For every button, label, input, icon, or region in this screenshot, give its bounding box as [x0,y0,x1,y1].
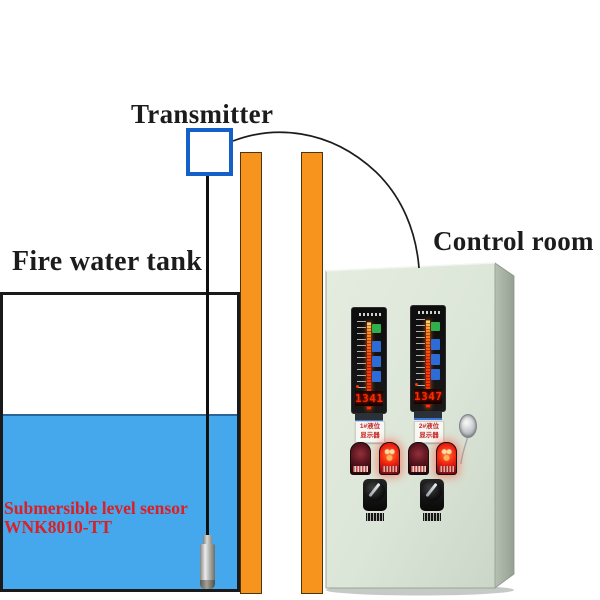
tank-water [3,414,237,589]
submersible-probe [200,544,215,582]
lamp-label [353,466,368,472]
sensor-cable [206,175,209,538]
indicator-header-text [359,313,381,316]
probe-cable-gland [203,535,212,546]
sensor-caption-line1: Submersible level sensor [4,498,188,518]
indicator-name-plate-1: 1#液位 显示器 [355,421,385,443]
transmitter-box [186,128,233,176]
alarm-lamp-3 [408,442,429,475]
blue-button-2 [372,356,381,367]
probe-tip [200,580,215,589]
indicator-scale-ticks [357,321,366,403]
plate-line2: 显示器 [419,432,439,439]
cabinet-keylock [459,414,477,438]
indicator-terminal-2 [414,412,442,420]
cabinet-side-panel [494,262,515,589]
plate-line1: 1#液位 [359,423,381,430]
alarm-dot [415,383,418,386]
digital-readout-2: 1347 [414,389,443,404]
alarm-lamp-1 [350,442,371,475]
pipe-left [240,152,262,594]
plate-line1: 2#液位 [418,423,440,430]
blue-button-1 [372,341,381,352]
tank-label: Fire water tank [12,246,203,277]
level-indicator-2: 1347 [410,305,446,412]
sensor-caption: Submersible level sensor WNK8010-TT [4,499,188,537]
sensor-caption-line2: WNK8010-TT [4,517,112,537]
blue-button-1 [431,339,440,350]
level-indicator-1: 1341 [351,307,387,414]
blue-button-3 [372,371,381,382]
plate-line2: 显示器 [360,432,380,439]
cabinet-floor-shadow [326,584,514,596]
pipe-right [301,152,323,594]
switch-label [423,513,441,521]
green-button [431,322,440,331]
transmitter-label: Transmitter [131,99,274,129]
blue-button-2 [431,354,440,365]
cabinet-top-highlight [325,262,496,272]
lamp-label [382,466,397,472]
selector-switch-1 [363,479,387,521]
selector-switch-2 [420,479,444,521]
alarm-lamp-4 [436,442,457,475]
key-chain [460,434,469,465]
lamp-label [439,466,454,472]
digital-readout-1: 1341 [355,391,384,406]
indicator-scale-ticks [416,319,425,401]
switch-label [366,513,384,521]
green-button [372,324,381,333]
blue-button-3 [431,369,440,380]
lamp-label [411,466,426,472]
led-bargraph [367,322,371,410]
alarm-dot [356,385,359,388]
alarm-lamp-2 [379,442,400,475]
indicator-name-plate-2: 2#液位 显示器 [414,421,444,443]
led-bargraph [426,320,430,408]
control-room-label: Control room [433,226,594,256]
indicator-header-text [418,311,440,314]
